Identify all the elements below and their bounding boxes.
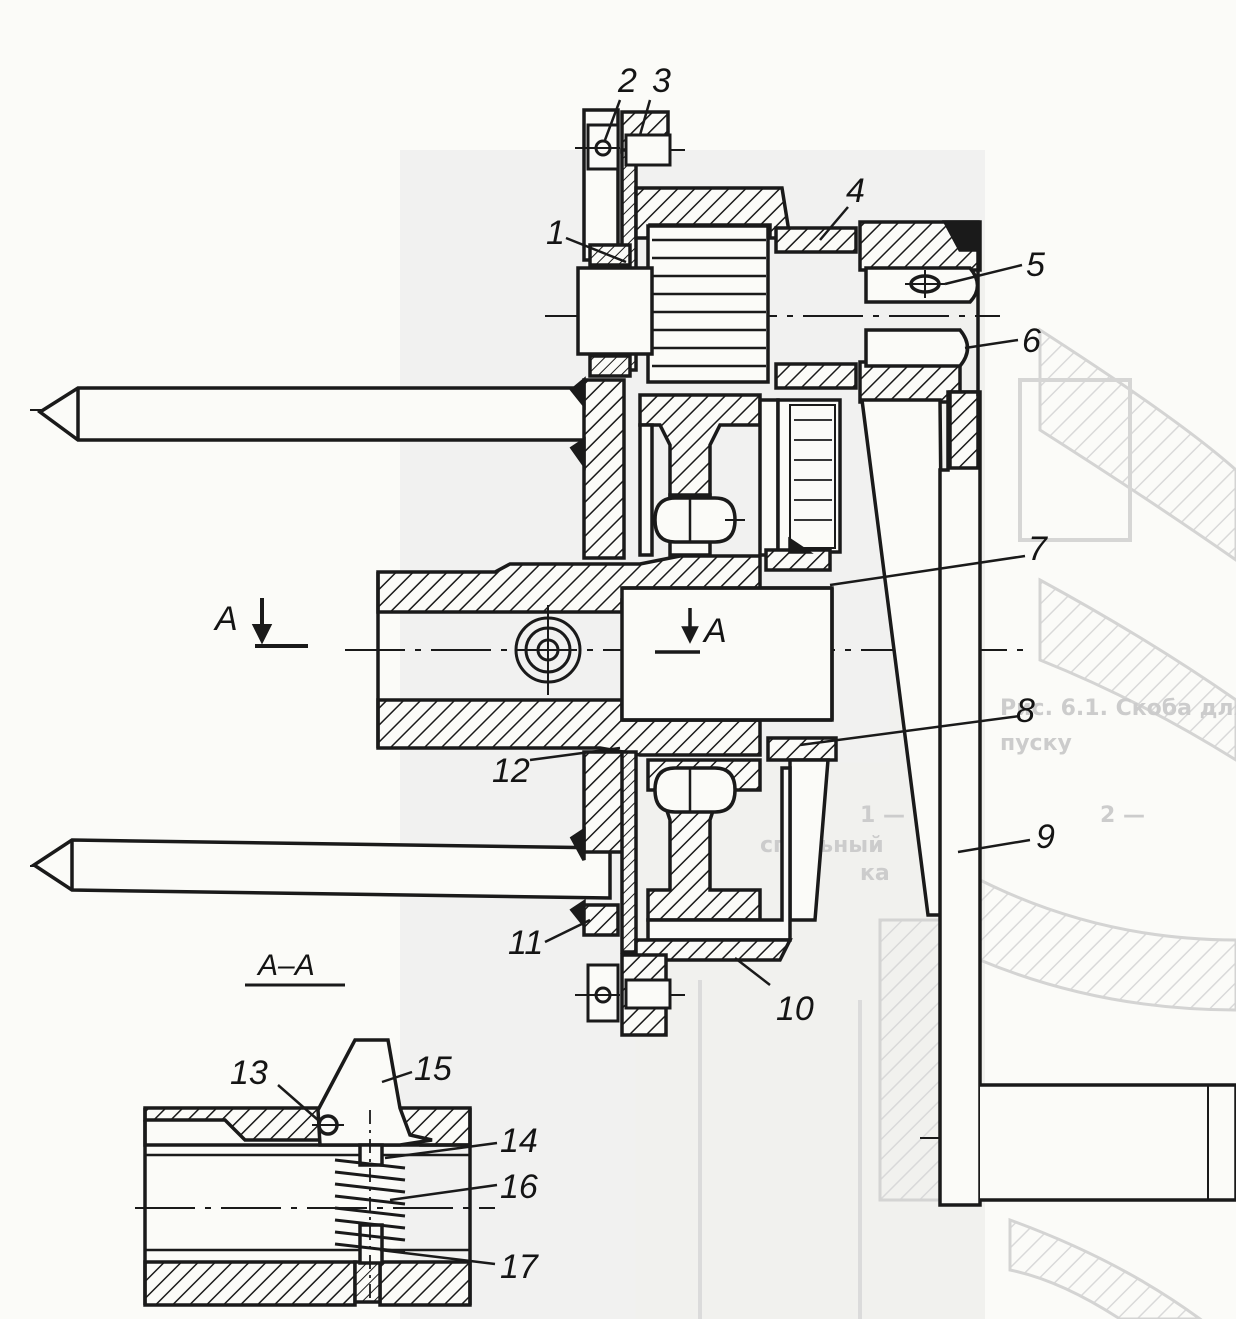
section-mark-label: A: [213, 600, 238, 638]
callout-3: 3: [652, 62, 671, 100]
callout-1: 1: [546, 214, 565, 252]
spring-drum: [646, 398, 842, 942]
bleed-text-6: ка: [860, 861, 890, 886]
callout-8: 8: [1016, 692, 1035, 730]
callout-12: 12: [492, 752, 530, 790]
callout-4: 4: [846, 172, 865, 210]
top-screw: [575, 123, 685, 171]
callout-10: 10: [776, 990, 814, 1028]
section-mark-inner: [655, 608, 700, 654]
callout-5: 5: [1026, 246, 1045, 284]
callout-14: 14: [500, 1122, 538, 1160]
section-aa-detail: [143, 1038, 472, 1307]
callout-2: 2: [617, 62, 637, 100]
callout-16: 16: [500, 1168, 538, 1206]
callout-6: 6: [1022, 322, 1041, 360]
bleed-text-1: Рис. 6.1. Скоба для: [1000, 696, 1236, 721]
bottom-screw: [575, 963, 685, 1023]
inner-gear-wheel: [638, 393, 780, 922]
ball-detent: [514, 605, 582, 695]
section-mark-left: [251, 598, 308, 648]
lower-rod: [30, 838, 612, 900]
lever-9: [860, 222, 1236, 1207]
left-flange: [569, 376, 626, 930]
callout-9: 9: [1036, 818, 1055, 856]
callout-7: 7: [1028, 530, 1048, 568]
callout-13: 13: [230, 1054, 268, 1092]
section-title: A–A: [256, 949, 315, 982]
hub-body: [376, 554, 834, 757]
leader-lines: [277, 99, 1031, 1266]
callout-15: 15: [414, 1050, 452, 1088]
callout-17: 17: [500, 1248, 539, 1286]
bleed-text-4: 2 —: [1100, 803, 1145, 828]
callout-11: 11: [508, 924, 543, 962]
section-mark-inner-label: A: [702, 612, 727, 650]
callouts: 1 2 3 4 5 6 7 8 9 10 11 12 13 15 14 16 1…: [230, 62, 1055, 1286]
bleed-text-2: пуску: [1000, 731, 1072, 756]
upper-rod: [36, 386, 602, 442]
